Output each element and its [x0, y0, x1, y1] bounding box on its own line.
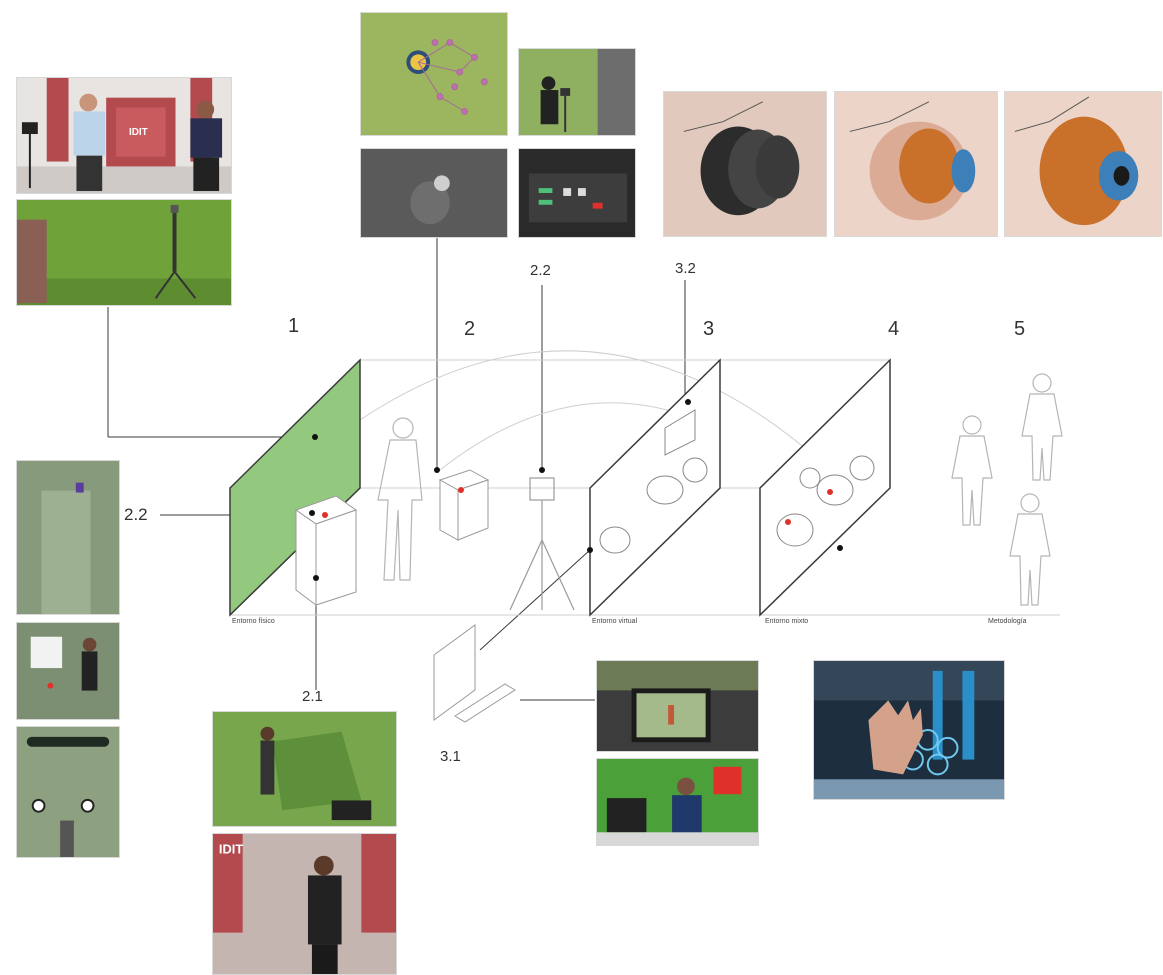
green-screen-plane: [229, 358, 361, 617]
photo-hand-dark: [360, 148, 508, 238]
photo-camera-operator: [518, 48, 636, 136]
photo-control-panel: [518, 148, 636, 238]
photo-laptop-screen: [596, 660, 759, 752]
caption-methodology: Metodología: [988, 618, 1027, 625]
virtual-eye-sketches: [599, 409, 708, 554]
connector-line-3-1: [479, 549, 591, 651]
ref-2-1-label: 2.1: [302, 688, 323, 705]
stage-2-label: 2: [464, 318, 476, 340]
photo-green-cloth: [212, 711, 397, 827]
photo-eye-model-lenses: [663, 91, 827, 237]
photo-eye-model-iris: [1004, 91, 1162, 237]
photo-holographic-hand: [813, 660, 1005, 800]
caption-virtual-environment: Entorno virtual: [592, 618, 638, 625]
stage-5-label: 5: [1014, 318, 1026, 340]
stage-3-label: 3: [703, 318, 715, 340]
tripod-camera: [509, 477, 575, 611]
photo-presenters-studio: IDIT: [16, 77, 232, 194]
idit-sign-text-2: IDIT: [219, 842, 243, 857]
caption-mixed-environment: Entorno mixto: [765, 618, 809, 625]
person-outline: [377, 417, 423, 581]
virtual-plane: [589, 358, 721, 617]
ref-3-2-label: 3.2: [675, 260, 696, 277]
ref-2-2-left-label: 2.2: [124, 505, 148, 524]
photo-person-laptop: [596, 758, 759, 846]
tracking-box: [438, 469, 490, 541]
ref-2-2-top-label: 2.2: [530, 262, 551, 279]
photo-person-light-panel: [16, 622, 120, 720]
physical-cube: [294, 495, 358, 606]
stage-4-label: 4: [888, 318, 900, 340]
methodology-figures: [951, 373, 1063, 606]
idit-sign-text: IDIT: [129, 127, 148, 138]
photo-green-studio: [16, 199, 232, 306]
laptop-sketch: [433, 624, 516, 723]
photo-eye-model-cutaway: [834, 91, 998, 237]
caption-physical-environment: Entorno físico: [232, 618, 275, 625]
mixed-eye-sketches: [776, 455, 875, 547]
photo-gray-pillar: [16, 460, 120, 615]
marker-dots: [309, 399, 843, 581]
photo-markers-board: [16, 726, 120, 858]
ref-3-1-label: 3.1: [440, 748, 461, 765]
mixed-plane: [759, 358, 891, 617]
photo-person-red-studio: IDIT: [212, 833, 397, 975]
stage-1-label: 1: [288, 315, 300, 337]
red-tracking-points: [322, 487, 833, 525]
photo-motion-capture-graph: [360, 12, 508, 136]
